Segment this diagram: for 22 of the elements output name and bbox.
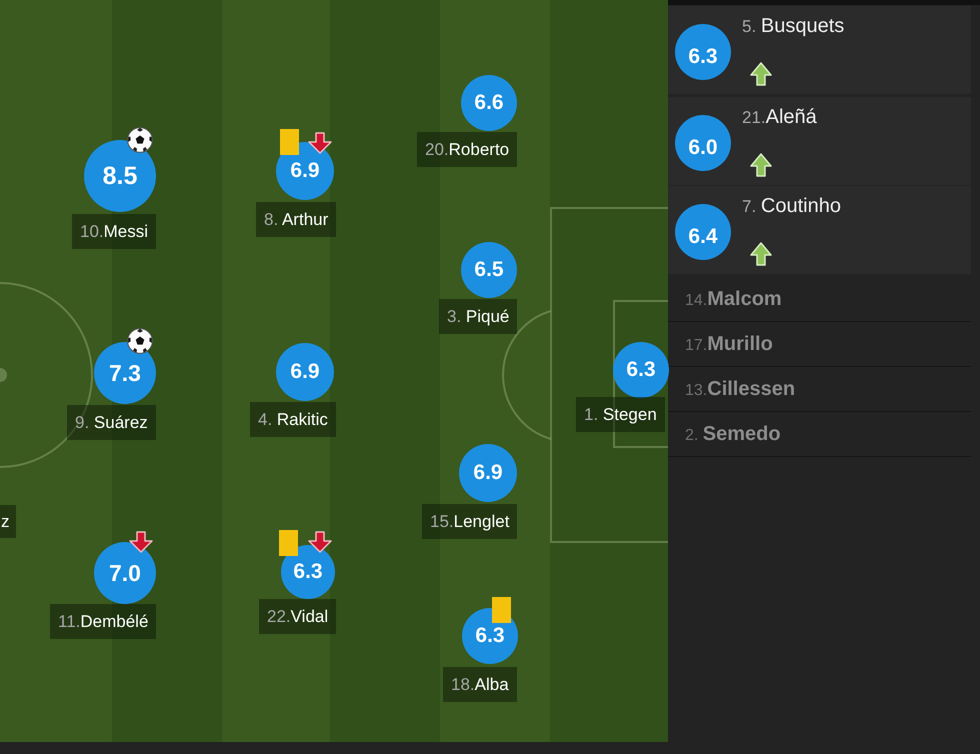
rating-circle: 6.3 <box>675 24 731 80</box>
player-name-label: 17.Murillo <box>685 333 773 357</box>
player-name-label: 1. Stegen <box>576 396 665 432</box>
rating-circle: 6.4 <box>675 204 731 260</box>
player-name-label: z <box>0 505 16 538</box>
rating-circle: 6.0 <box>675 115 731 171</box>
player-name-label: 15.Lenglet <box>422 504 518 538</box>
player-name-label: 22.Vidal <box>259 598 336 634</box>
player-name-label: 18.Alba <box>443 666 517 702</box>
player-name-label: 11.Dembélé <box>50 604 156 638</box>
player-name-label: 21.Aleñá <box>742 106 817 129</box>
player-name-label: 10.Messi <box>72 214 156 248</box>
player-name-label: 20.Roberto <box>417 132 518 166</box>
player-name-label: 5. Busquets <box>742 15 844 38</box>
player-name-label: 8. Arthur <box>256 202 336 236</box>
player-name-label: 7. Coutinho <box>742 195 841 218</box>
player-name-label: 13.Cillessen <box>685 378 796 402</box>
player-name-label: 9. Suárez <box>67 404 156 440</box>
player-name-label: 14.Malcom <box>685 288 782 312</box>
player-name-label: 3. Piqué <box>439 298 518 334</box>
player-name-label: 2. Semedo <box>685 423 781 447</box>
player-name-label: 4. Rakitic <box>250 402 336 436</box>
